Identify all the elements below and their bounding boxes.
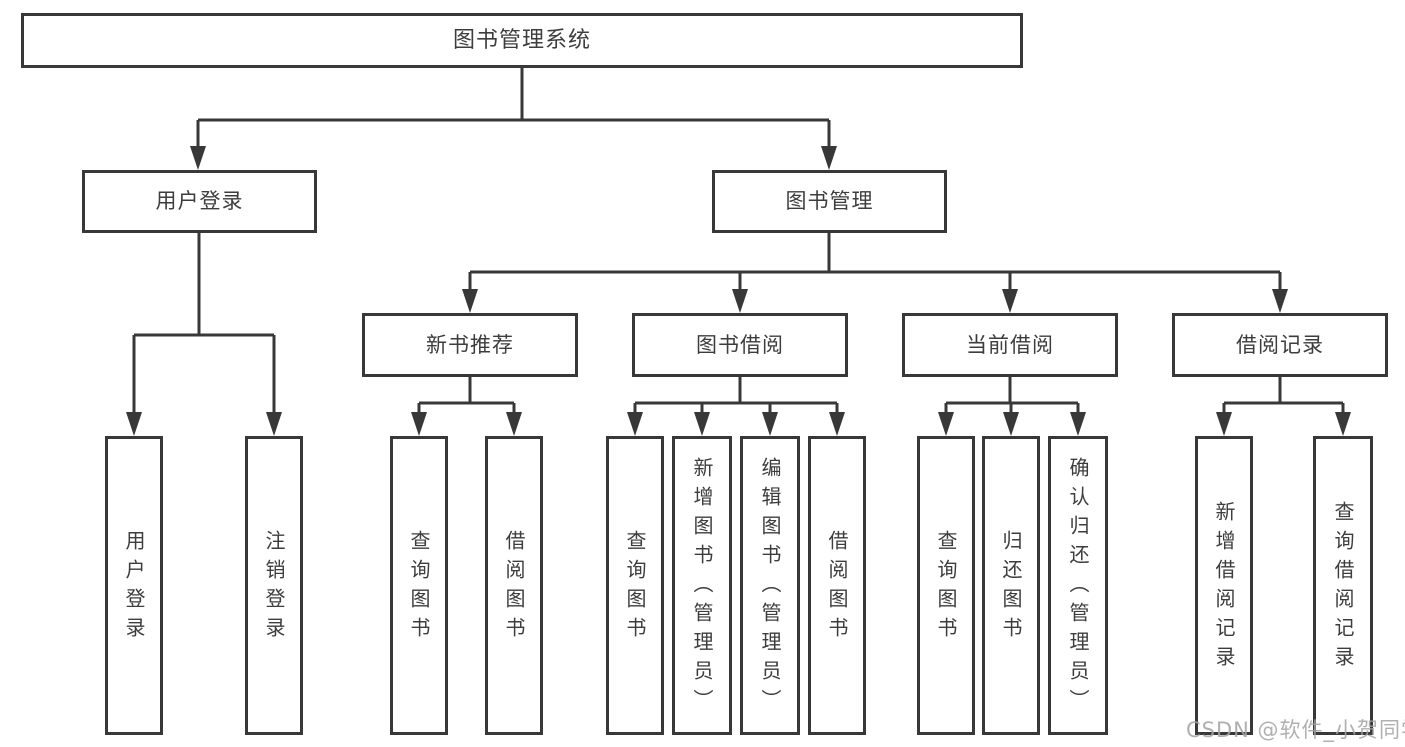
node-new-book-recommend-label: 新书推荐 (426, 332, 514, 357)
leaf-query-borrow-record: 查询借阅记录 (1313, 436, 1373, 735)
leaf-edit-books-admin: 编辑图书（管理员） (740, 436, 800, 735)
node-current-borrow-label: 当前借阅 (966, 332, 1054, 357)
leaf-add-borrow-record-label: 新增借阅记录 (1212, 500, 1236, 675)
leaf-query-books-3: 查询图书 (917, 436, 975, 735)
leaf-borrow-books-2: 借阅图书 (808, 436, 866, 735)
node-book-management-label: 图书管理 (785, 189, 874, 213)
leaf-return-books: 归还图书 (982, 436, 1040, 735)
leaf-query-books-3-label: 查询图书 (934, 529, 958, 646)
node-user-login-label: 用户登录 (155, 189, 244, 213)
leaf-query-books-1-label: 查询图书 (407, 529, 431, 646)
leaf-user-login: 用户登录 (105, 436, 163, 735)
node-book-borrow: 图书借阅 (632, 313, 848, 377)
leaf-query-books-2: 查询图书 (606, 436, 664, 735)
leaf-logout-label: 注销登录 (262, 529, 286, 646)
csdn-watermark: CSDN @软件_小贺同学 (1186, 718, 1405, 742)
node-borrow-record-label: 借阅记录 (1236, 332, 1324, 357)
node-root: 图书管理系统 (21, 13, 1023, 68)
node-current-borrow: 当前借阅 (902, 313, 1118, 377)
node-borrow-record: 借阅记录 (1172, 313, 1388, 377)
leaf-add-books-admin: 新增图书（管理员） (672, 436, 732, 735)
leaf-borrow-books-2-label: 借阅图书 (825, 529, 849, 646)
leaf-add-borrow-record: 新增借阅记录 (1195, 436, 1253, 735)
node-book-borrow-label: 图书借阅 (696, 332, 784, 357)
leaf-user-login-label: 用户登录 (122, 529, 146, 646)
leaf-add-books-admin-label: 新增图书（管理员） (690, 457, 714, 718)
node-book-management: 图书管理 (712, 170, 947, 233)
leaf-edit-books-admin-label: 编辑图书（管理员） (758, 457, 782, 718)
arrowheads (126, 146, 1351, 436)
leaf-query-books-1: 查询图书 (390, 436, 448, 735)
node-user-login: 用户登录 (82, 170, 317, 233)
leaf-return-books-label: 归还图书 (999, 529, 1023, 646)
leaf-confirm-return-admin-label: 确认归还（管理员） (1066, 457, 1090, 718)
leaf-borrow-books-1-label: 借阅图书 (502, 529, 526, 646)
node-root-label: 图书管理系统 (452, 27, 591, 53)
leaf-query-books-2-label: 查询图书 (623, 529, 647, 646)
leaf-borrow-books-1: 借阅图书 (485, 436, 543, 735)
leaf-confirm-return-admin: 确认归还（管理员） (1048, 436, 1108, 735)
leaf-logout: 注销登录 (245, 436, 303, 735)
node-new-book-recommend: 新书推荐 (362, 313, 578, 377)
leaf-query-borrow-record-label: 查询借阅记录 (1331, 500, 1355, 675)
